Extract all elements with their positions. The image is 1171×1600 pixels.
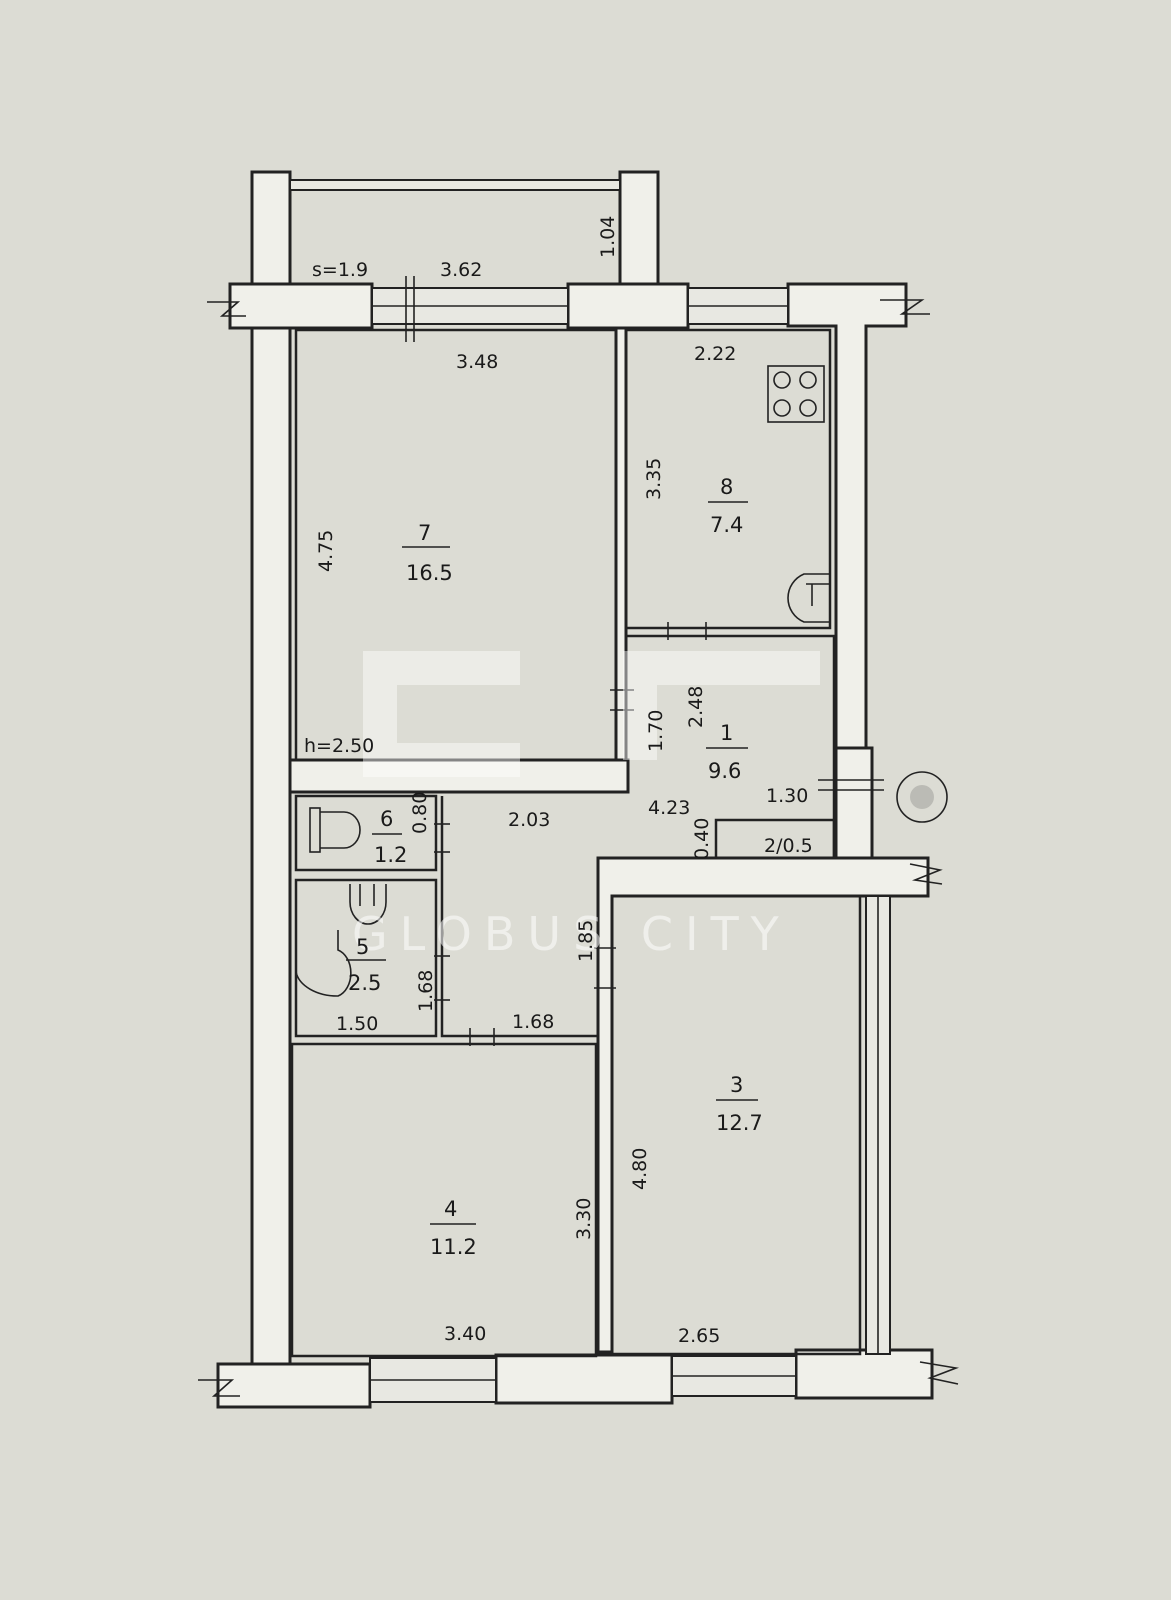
room-1-labels: 1.70 2.48 1 9.6 4.23 1.30 0.40 2/0.5: [645, 686, 813, 860]
room-7-labels: 3.48 4.75 7 16.5: [315, 351, 498, 585]
corridor-labels: 2.03 1.85 1.68: [508, 809, 597, 1033]
outline-room7: [294, 328, 618, 762]
room-7-number: 7: [418, 521, 431, 545]
svg-text:4.23: 4.23: [648, 797, 690, 819]
balcony-width: 3.62: [440, 259, 482, 281]
area-fraction-bars: [346, 501, 758, 1225]
room-3-area: 12.7: [716, 1111, 763, 1135]
room-4-area: 11.2: [430, 1235, 477, 1259]
wall-break-symbols: [198, 299, 960, 1397]
outline-room3: [610, 894, 862, 1356]
door-ticks: [405, 276, 884, 1046]
outline-room8: [624, 328, 832, 630]
break-entry-right: [909, 863, 943, 885]
watermark-text: GLOBUS CITY: [352, 907, 791, 961]
room-6-labels: 6 1.2 0.80: [374, 792, 431, 867]
room-8-labels: 2.22 3.35 8 7.4: [643, 343, 743, 537]
room-3-labels: 3 12.7 4.80 2.65: [629, 1073, 763, 1347]
balcony-depth: 1.04: [597, 216, 619, 258]
room-1-area: 9.6: [708, 759, 741, 783]
room-8-area: 7.4: [710, 513, 743, 537]
bottom-wall-mid: [494, 1353, 674, 1405]
room-1-number: 1: [720, 721, 733, 745]
svg-text:3.40: 3.40: [444, 1323, 486, 1345]
balcony-area: s=1.9: [312, 259, 368, 281]
room-7-area: 16.5: [406, 561, 453, 585]
riser-icon: [896, 771, 948, 823]
bathtub-icon: [295, 930, 352, 997]
outline-room6: [294, 794, 438, 872]
room-outlines: [290, 328, 862, 1358]
watermark-logo: GLOBUS CITY: [352, 651, 820, 961]
svg-text:2.48: 2.48: [685, 686, 707, 728]
svg-text:1.85: 1.85: [575, 920, 597, 962]
break-top-left: [207, 301, 246, 317]
room-5-number: 5: [356, 935, 369, 959]
stove-icon: [767, 365, 825, 423]
bath-sink-icon: [349, 884, 387, 925]
room-4-labels: 4 11.2 3.30 3.40: [430, 1197, 595, 1345]
svg-text:1.70: 1.70: [645, 710, 667, 752]
sink-icon: [787, 573, 830, 623]
outline-room4: [290, 1042, 598, 1358]
svg-text:1.30: 1.30: [766, 785, 808, 807]
svg-text:1.68: 1.68: [512, 1011, 554, 1033]
room-3-number: 3: [730, 1073, 743, 1097]
svg-text:3.48: 3.48: [456, 351, 498, 373]
room-5-area: 2.5: [348, 971, 381, 995]
balcony-right-post: [618, 170, 660, 286]
svg-text:3.30: 3.30: [573, 1198, 595, 1240]
svg-text:2.03: 2.03: [508, 809, 550, 831]
left-exterior-wall: [250, 170, 292, 1366]
room-2-label: 2/0.5: [764, 835, 813, 857]
room-5-labels: 5 2.5 1.68 1.50: [336, 935, 437, 1035]
walls: [216, 170, 934, 1409]
svg-text:4.80: 4.80: [629, 1148, 651, 1190]
svg-text:2.65: 2.65: [678, 1325, 720, 1347]
room-6-area: 1.2: [374, 843, 407, 867]
svg-text:1.50: 1.50: [336, 1013, 378, 1035]
break-top-right: [880, 299, 930, 315]
bottom-left-wall: [216, 1362, 372, 1409]
break-bottom-left: [198, 1379, 240, 1397]
room-4-number: 4: [444, 1197, 457, 1221]
balcony-rail: [289, 179, 621, 191]
bottom-wall-right: [794, 1348, 934, 1400]
ceiling-height: h=2.50: [304, 735, 374, 757]
balcony-labels: s=1.9 3.62 1.04: [312, 216, 619, 281]
svg-text:0.40: 0.40: [691, 818, 713, 860]
right-wall-hall: [834, 746, 874, 860]
svg-text:2.22: 2.22: [694, 343, 736, 365]
windows: [289, 179, 891, 1403]
svg-text:0.80: 0.80: [409, 792, 431, 834]
toilet-icon: [309, 807, 361, 853]
room-8-number: 8: [720, 475, 733, 499]
svg-text:4.75: 4.75: [315, 530, 337, 572]
break-bottom-right: [919, 1361, 960, 1385]
room-6-number: 6: [380, 807, 393, 831]
top-wall-pier: [566, 282, 690, 330]
top-wall-left: [228, 282, 374, 330]
svg-text:1.68: 1.68: [415, 970, 437, 1012]
svg-text:3.35: 3.35: [643, 458, 665, 500]
outline-corridor: [440, 796, 598, 1038]
